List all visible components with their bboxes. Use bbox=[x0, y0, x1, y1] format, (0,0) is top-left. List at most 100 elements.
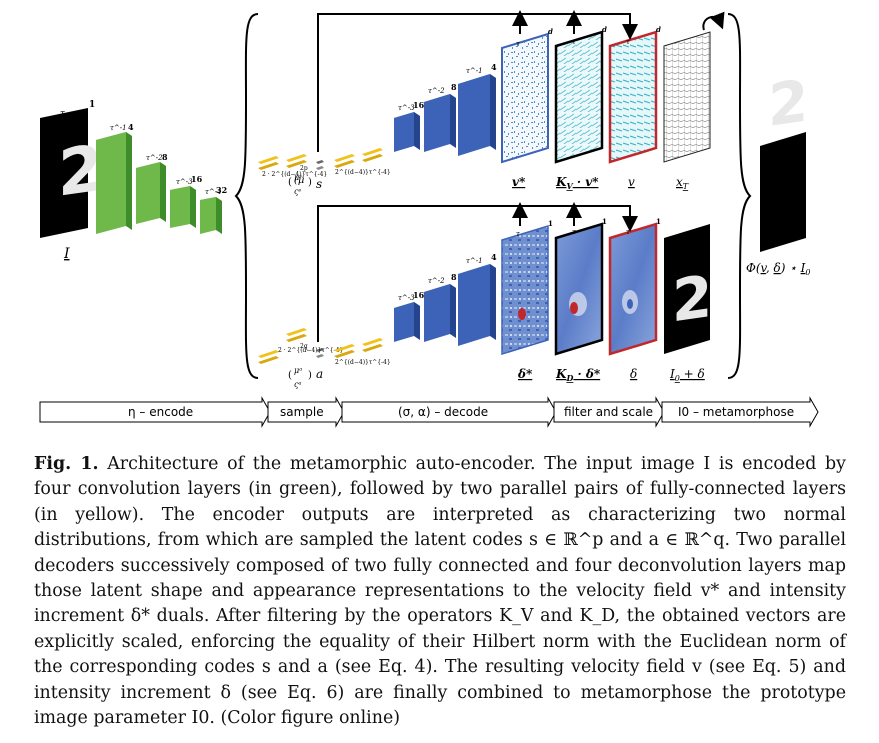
grid-kd-delta-star bbox=[554, 222, 604, 356]
stage-label-decode: (σ, α) – decode bbox=[398, 405, 488, 419]
caption-line-7: and intensity increment δ* duals. After … bbox=[34, 581, 846, 627]
svg-text:32: 32 bbox=[216, 185, 227, 195]
label-kd-delta-star: KD · δ* bbox=[555, 367, 601, 383]
caption-line-2: by four convolution layers (in green), f… bbox=[34, 454, 847, 500]
stage-arrow-sample bbox=[267, 396, 345, 428]
svg-text:τ: τ bbox=[516, 230, 520, 238]
figure-caption: Fig. 1. Architecture of the metamorphic … bbox=[34, 452, 846, 731]
image-i0-plus-delta: 2 bbox=[664, 224, 712, 354]
grid-delta bbox=[608, 222, 658, 356]
svg-text:τ^-3: τ^-3 bbox=[398, 294, 415, 302]
svg-text:τ^-4: τ^-4 bbox=[205, 188, 222, 196]
svg-text:ςˢ: ςˢ bbox=[294, 187, 301, 196]
caption-line-8: obtained vectors are explicitly scaled, … bbox=[34, 606, 847, 652]
svg-text:d: d bbox=[656, 25, 661, 34]
svg-text:(: ( bbox=[288, 370, 292, 381]
grid-v-star bbox=[501, 32, 549, 164]
svg-text:4: 4 bbox=[491, 62, 497, 72]
caption-line-4: distributions, from which are sampled th… bbox=[34, 530, 773, 551]
svg-text:τ: τ bbox=[626, 38, 630, 46]
svg-text:16: 16 bbox=[413, 290, 425, 300]
stage-arrow-filter bbox=[553, 396, 665, 428]
stage-label-sample: sample bbox=[280, 405, 324, 419]
architecture-figure: 2 τ 1 I τ^-1 4 τ^-2 8 τ^-3 16 τ^-4 32 bbox=[39, 10, 819, 428]
svg-text:8: 8 bbox=[451, 82, 457, 92]
caption-line-11: metamorphose the prototype image paramet… bbox=[34, 682, 846, 729]
svg-text:μˢ: μˢ bbox=[294, 173, 302, 182]
caption-line-10: velocity field v (see Eq. 5) and intensi… bbox=[34, 657, 846, 703]
input-label: I bbox=[63, 246, 70, 262]
svg-text:2p: 2p bbox=[300, 165, 308, 172]
output-label: Φ(v, δ) ⋆ I0 bbox=[746, 261, 810, 277]
svg-text:μᵃ: μᵃ bbox=[294, 366, 302, 375]
stage-label-filter: filter and scale bbox=[564, 405, 653, 419]
input-image: 2 bbox=[40, 108, 103, 238]
stage-arrow-metamorphose bbox=[661, 396, 819, 428]
svg-text:τ^-1: τ^-1 bbox=[466, 67, 483, 75]
svg-text:): ) bbox=[308, 177, 312, 188]
svg-text:τ^-2: τ^-2 bbox=[428, 87, 445, 95]
appearance-fc-decoder bbox=[334, 338, 383, 358]
caption-line-3: layers (in yellow). The encoder outputs … bbox=[34, 479, 846, 525]
svg-text:(μ: (μ bbox=[294, 175, 304, 186]
label-delta-star: δ* bbox=[517, 367, 533, 381]
label-kv-v-star: KV · v* bbox=[555, 175, 599, 191]
caption-line-1: Architecture of the metamorphic auto-enc… bbox=[107, 454, 817, 474]
label-x-t: xT bbox=[676, 175, 689, 191]
svg-text:2^{(d−4)}τ^{-4}: 2^{(d−4)}τ^{-4} bbox=[335, 359, 391, 366]
svg-text:τ: τ bbox=[626, 228, 630, 236]
svg-text:τ^-3: τ^-3 bbox=[176, 178, 193, 186]
appearance-deconv-layers bbox=[394, 264, 496, 346]
svg-text:2 · 2^{(d−4)}τ^{-4}: 2 · 2^{(d−4)}τ^{-4} bbox=[262, 171, 327, 178]
svg-text:τ: τ bbox=[572, 38, 576, 46]
stage-bar bbox=[39, 396, 819, 428]
label-v: v bbox=[628, 175, 635, 189]
svg-text:2q: 2q bbox=[300, 343, 308, 350]
svg-text:τ^-3: τ^-3 bbox=[398, 104, 415, 112]
encoder-conv-layers bbox=[96, 132, 222, 234]
input-channel-1: 1 bbox=[89, 100, 95, 110]
stage-arrow-decode bbox=[341, 396, 557, 428]
svg-text:d: d bbox=[602, 25, 607, 34]
svg-text:τ: τ bbox=[516, 40, 520, 48]
svg-text:τ: τ bbox=[572, 228, 576, 236]
stage-arrow-encode bbox=[39, 396, 271, 428]
svg-text:8: 8 bbox=[451, 272, 457, 282]
grid-v bbox=[608, 30, 658, 164]
svg-text:2: 2 bbox=[672, 262, 712, 335]
svg-text:): ) bbox=[308, 370, 312, 381]
svg-text:1: 1 bbox=[602, 217, 607, 226]
shape-latent: s bbox=[316, 177, 322, 191]
caption-line-9: the Euclidean norm of the corresponding … bbox=[34, 631, 846, 678]
appearance-fc-encoder bbox=[258, 328, 324, 364]
svg-text:8: 8 bbox=[162, 152, 168, 162]
svg-text:2 · 2^{(d−4)}τ^{-4}: 2 · 2^{(d−4)}τ^{-4} bbox=[278, 347, 343, 354]
svg-text:2: 2 bbox=[768, 67, 808, 140]
svg-text:d: d bbox=[548, 27, 553, 36]
svg-text:4: 4 bbox=[128, 122, 134, 132]
grid-x-t bbox=[663, 31, 711, 163]
svg-text:4: 4 bbox=[491, 252, 497, 262]
caption-line-5: parallel decoders successively composed … bbox=[34, 530, 847, 576]
svg-text:(: ( bbox=[288, 177, 292, 188]
svg-text:τ^-2: τ^-2 bbox=[428, 277, 445, 285]
svg-text:2: 2 bbox=[58, 131, 103, 212]
svg-text:τ^-2: τ^-2 bbox=[146, 154, 163, 162]
svg-text:1: 1 bbox=[548, 219, 553, 228]
output-image: 2 bbox=[760, 67, 808, 252]
label-v-star: v* bbox=[512, 175, 526, 189]
input-dim-tau: τ bbox=[60, 109, 66, 119]
caption-label: Fig. 1. bbox=[34, 454, 99, 474]
svg-text:τ^-1: τ^-1 bbox=[466, 257, 483, 265]
shape-deconv-layers bbox=[394, 74, 496, 156]
shape-fc-decoder bbox=[334, 148, 383, 168]
stage-label-encode: η – encode bbox=[128, 405, 193, 419]
shape-fc-encoder bbox=[258, 154, 324, 170]
label-delta: δ bbox=[630, 367, 637, 381]
grid-delta-star bbox=[501, 224, 549, 356]
svg-text:1: 1 bbox=[656, 217, 661, 226]
svg-text:16: 16 bbox=[191, 174, 203, 184]
svg-text:ςᵃ: ςᵃ bbox=[294, 380, 301, 389]
label-i0-plus-delta: I0 + δ bbox=[669, 367, 705, 383]
